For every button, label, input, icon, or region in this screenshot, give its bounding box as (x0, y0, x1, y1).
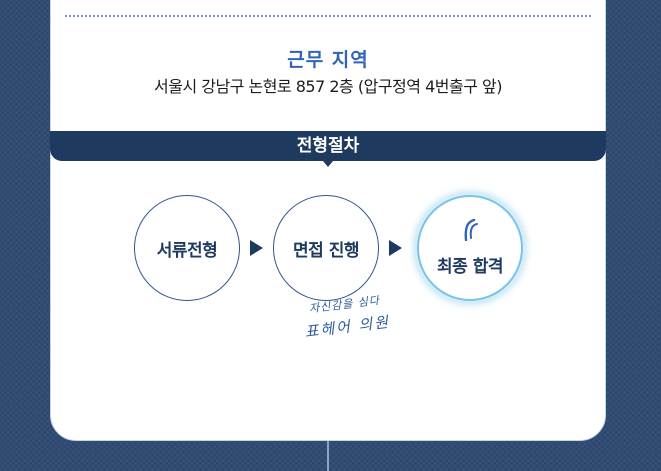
step-interview: 면접 진행 (273, 195, 379, 301)
arrow-right-icon (250, 240, 263, 256)
bottom-connector-line (327, 441, 329, 471)
step-label: 최종 합격 (437, 257, 503, 277)
recruit-card: 근무 지역 서울시 강남구 논현로 857 2층 (압구정역 4번출구 앞) 전… (50, 0, 606, 441)
step-label: 서류전형 (156, 240, 218, 261)
work-location-title: 근무 지역 (287, 49, 369, 71)
dotted-divider (65, 15, 591, 17)
work-location-address: 서울시 강남구 논현로 857 2층 (압구정역 4번출구 앞) (154, 77, 502, 96)
process-steps: 서류전형 면접 진행 최종 합격 (51, 195, 605, 303)
banner-pointer-icon (323, 161, 333, 167)
step-label: 면접 진행 (293, 240, 359, 261)
step-final-pass: 최종 합격 (417, 195, 523, 301)
brand-logo-icon (461, 218, 479, 246)
arrow-right-icon (389, 240, 402, 256)
step-document-screening: 서류전형 (134, 195, 240, 301)
process-banner: 전형절차 (50, 131, 606, 161)
